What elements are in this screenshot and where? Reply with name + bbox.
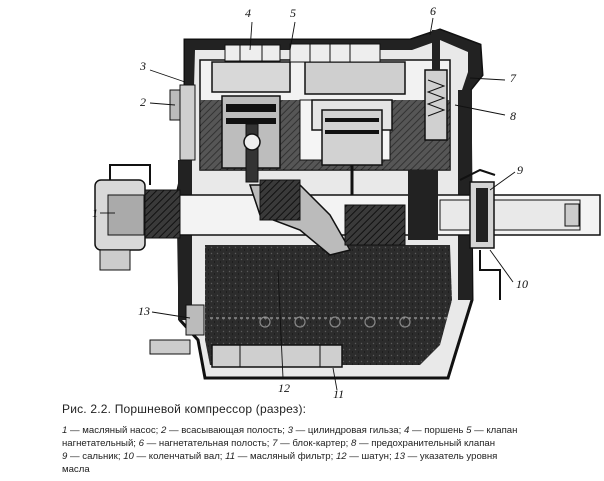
callout-12: 12 — [278, 381, 290, 395]
legend-text: — клапан — [471, 425, 518, 436]
legend-number: 8 — [351, 438, 357, 449]
oil-sump — [205, 245, 452, 365]
legend-row: 9 — сальник; 10 — коленчатый вал; 11 — м… — [62, 450, 604, 463]
crankshaft — [139, 170, 601, 256]
legend-text: — цилиндровая гильза; — [292, 425, 404, 436]
leader-lines — [100, 17, 516, 391]
legend-number: 11 — [225, 451, 236, 462]
legend-text: — указатель уровня — [404, 451, 498, 462]
callout-4: 4 — [245, 6, 251, 20]
legend-text: нагнетательный; — [62, 438, 139, 449]
oil-pump — [94, 164, 181, 271]
legend-text: — поршень — [409, 425, 467, 436]
legend-number: 6 — [138, 438, 144, 449]
callout-10: 10 — [516, 277, 528, 291]
legend-text: — шатун; — [346, 451, 395, 462]
callout-6: 6 — [430, 4, 436, 18]
left-cylinder — [211, 61, 291, 183]
seal — [469, 181, 495, 249]
oil-level-indicator — [149, 304, 205, 355]
legend-row: 1 — масляный насос; 2 — всасывающая поло… — [62, 424, 604, 437]
right-bracket — [459, 168, 501, 300]
legend-text: — коленчатый вал; — [133, 451, 226, 462]
legend-text: — предохранительный клапан — [356, 438, 496, 449]
callout-1: 1 — [92, 206, 98, 220]
callout-5: 5 — [290, 6, 296, 20]
callout-7: 7 — [510, 71, 517, 85]
suction-cavity — [169, 84, 196, 161]
figure-caption: Рис. 2.2. Поршневой компрессор (разрез):… — [62, 402, 604, 476]
legend-text: — нагнетательная полость; — [144, 438, 273, 449]
compressor-cross-section: 4 5 6 3 2 7 8 9 1 10 13 12 11 — [92, 4, 601, 400]
legend-number: 9 — [62, 451, 68, 462]
legend-number: 1 — [62, 425, 68, 436]
callout-8: 8 — [510, 109, 516, 123]
legend-row: масла — [62, 463, 604, 476]
legend-text: — сальник; — [67, 451, 124, 462]
legend-text: — всасывающая полость; — [166, 425, 288, 436]
callout-9: 9 — [517, 163, 523, 177]
caption-legend: 1 — масляный насос; 2 — всасывающая поло… — [62, 424, 604, 476]
legend-number: 12 — [335, 451, 347, 462]
legend-number: 2 — [161, 425, 167, 436]
legend-text: масла — [62, 464, 90, 475]
legend-text: — блок-картер; — [277, 438, 351, 449]
legend-number: 5 — [466, 425, 472, 436]
legend-number: 10 — [123, 451, 134, 462]
compressor-drawing: 4 5 6 3 2 7 8 9 1 10 13 12 11 — [92, 4, 601, 400]
legend-row: нагнетательный; 6 — нагнетательная полос… — [62, 437, 604, 450]
legend-number: 7 — [272, 438, 278, 449]
caption-title: Рис. 2.2. Поршневой компрессор (разрез): — [62, 402, 307, 416]
legend-number: 13 — [394, 451, 405, 462]
callout-2: 2 — [140, 95, 146, 109]
callout-13: 13 — [138, 304, 150, 318]
right-cylinder — [304, 61, 406, 210]
legend-text: — масляный фильтр; — [235, 451, 336, 462]
legend-number: 4 — [403, 425, 410, 436]
legend-number: 3 — [287, 425, 293, 436]
oil-filter — [211, 344, 343, 368]
callout-11: 11 — [333, 387, 344, 400]
safety-valve — [424, 30, 448, 141]
valve-assembly — [224, 43, 381, 63]
legend-text: — масляный насос; — [67, 425, 162, 436]
callout-3: 3 — [139, 59, 146, 73]
